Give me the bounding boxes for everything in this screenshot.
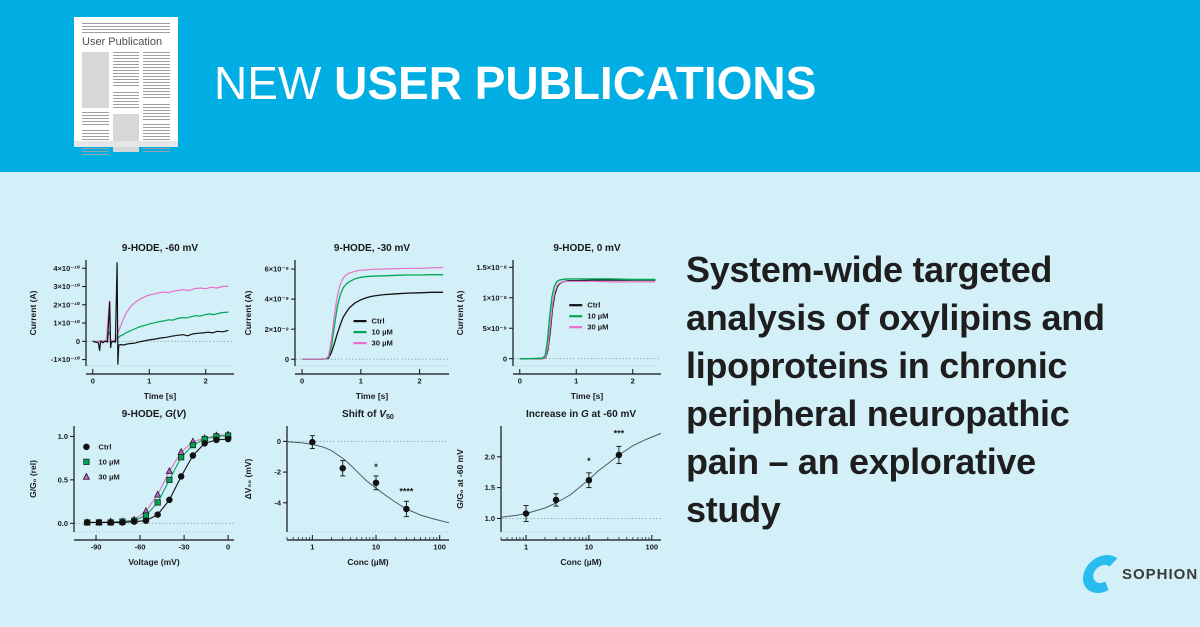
svg-text:Current (A): Current (A) xyxy=(455,290,465,335)
svg-text:1: 1 xyxy=(147,377,151,386)
chart-9hode-minus60mv: 4×10⁻¹⁰ 3×10⁻¹⁰ 2×10⁻¹⁰ 1×10⁻¹⁰ 0 -1×10⁻¹⁰ 0 1 2… xyxy=(28,240,243,402)
svg-text:3×10⁻¹⁰: 3×10⁻¹⁰ xyxy=(53,282,80,291)
svg-text:0: 0 xyxy=(503,354,507,363)
newspaper-image-block xyxy=(112,114,140,152)
svg-text:100: 100 xyxy=(433,543,446,552)
svg-text:9-HODE, G(V): 9-HODE, G(V) xyxy=(122,409,186,420)
svg-text:ΔV₅₀ (mV): ΔV₅₀ (mV) xyxy=(243,458,253,499)
svg-text:-2: -2 xyxy=(274,468,281,477)
svg-text:*: * xyxy=(587,456,591,466)
svg-text:1.0: 1.0 xyxy=(58,432,68,441)
sophion-logo: SOPHION xyxy=(1080,550,1198,598)
svg-text:-30: -30 xyxy=(179,543,190,552)
publication-title-line: pain – an explorative xyxy=(686,441,1036,482)
svg-text:2.0: 2.0 xyxy=(485,452,495,461)
svg-text:-4: -4 xyxy=(274,498,281,507)
chart-9hode-0mv: 1.5×10⁻⁸ 1×10⁻⁸ 5×10⁻⁹ 0 0 1 2 9-HODE, 0 mV Time… xyxy=(455,240,670,402)
svg-text:Current (A): Current (A) xyxy=(28,290,38,335)
svg-text:4×10⁻¹⁰: 4×10⁻¹⁰ xyxy=(53,264,80,273)
svg-text:G/G₀ (rel): G/G₀ (rel) xyxy=(28,460,38,498)
svg-text:Shift of V50: Shift of V50 xyxy=(342,409,394,421)
svg-text:0: 0 xyxy=(277,437,281,446)
svg-text:0: 0 xyxy=(91,377,95,386)
svg-text:***: *** xyxy=(614,428,625,438)
svg-text:1.5: 1.5 xyxy=(485,483,495,492)
svg-text:0.0: 0.0 xyxy=(58,519,68,528)
svg-text:0: 0 xyxy=(226,543,230,552)
svg-text:10: 10 xyxy=(372,543,380,552)
svg-text:6×10⁻⁹: 6×10⁻⁹ xyxy=(265,265,290,274)
svg-text:30 µM: 30 µM xyxy=(98,472,119,481)
svg-text:9-HODE, 0 mV: 9-HODE, 0 mV xyxy=(553,243,621,254)
svg-text:30 µM: 30 µM xyxy=(372,339,393,348)
svg-text:Conc (µM): Conc (µM) xyxy=(560,557,601,567)
svg-text:Ctrl: Ctrl xyxy=(372,317,385,326)
svg-text:1.5×10⁻⁸: 1.5×10⁻⁸ xyxy=(476,263,507,272)
svg-text:*: * xyxy=(374,462,378,472)
svg-text:1.0: 1.0 xyxy=(485,514,495,523)
sophion-wordmark: SOPHION xyxy=(1122,565,1199,583)
svg-text:1: 1 xyxy=(359,377,363,386)
svg-text:1: 1 xyxy=(524,543,528,552)
newspaper-columns xyxy=(74,52,178,156)
svg-text:0: 0 xyxy=(285,355,289,364)
banner-title-new: NEW xyxy=(214,57,322,109)
newspaper-title: User Publication xyxy=(82,36,163,48)
svg-text:10 µM: 10 µM xyxy=(372,328,393,337)
svg-text:5×10⁻⁹: 5×10⁻⁹ xyxy=(483,324,508,333)
publication-title-line: lipoproteins in chronic xyxy=(686,345,1068,386)
svg-text:0: 0 xyxy=(300,377,304,386)
svg-text:Voltage (mV): Voltage (mV) xyxy=(128,557,179,567)
svg-text:Ctrl: Ctrl xyxy=(98,442,111,451)
banner-title-user-publications: USER PUBLICATIONS xyxy=(334,57,817,109)
user-publication-icon: User Publication xyxy=(74,17,178,156)
svg-text:G/G₀ at -60 mV: G/G₀ at -60 mV xyxy=(455,449,465,509)
svg-text:2×10⁻⁹: 2×10⁻⁹ xyxy=(265,325,290,334)
chart-9hode-gv: 1.0 0.5 0.0 -90 -60 -30 0 9-HODE, G(V) Voltage (… xyxy=(28,406,243,568)
svg-text:1: 1 xyxy=(574,377,578,386)
svg-text:4×10⁻⁹: 4×10⁻⁹ xyxy=(265,295,290,304)
svg-text:Conc (µM): Conc (µM) xyxy=(347,557,388,567)
svg-text:0: 0 xyxy=(76,337,80,346)
publication-title-line: analysis of oxylipins and xyxy=(686,297,1105,338)
svg-text:10 µM: 10 µM xyxy=(587,312,608,321)
svg-text:Increase in G at -60 mV: Increase in G at -60 mV xyxy=(526,409,636,420)
svg-text:1: 1 xyxy=(310,543,314,552)
svg-text:Time [s]: Time [s] xyxy=(144,391,177,401)
chart-9hode-minus30mv: 6×10⁻⁹ 4×10⁻⁹ 2×10⁻⁹ 0 0 1 2 9-HODE, -30 mV Time… xyxy=(243,240,458,402)
svg-text:9-HODE, -30 mV: 9-HODE, -30 mV xyxy=(334,243,410,254)
chart-increase-in-g: 2.0 1.5 1.0 1 10 100 Increase in G at -60 mV Co… xyxy=(455,406,670,568)
svg-text:Current (A): Current (A) xyxy=(243,290,253,335)
publication-title-line: study xyxy=(686,489,781,530)
svg-text:1×10⁻⁸: 1×10⁻⁸ xyxy=(483,293,508,302)
svg-text:Time [s]: Time [s] xyxy=(356,391,389,401)
svg-text:10: 10 xyxy=(585,543,593,552)
svg-text:0.5: 0.5 xyxy=(58,475,68,484)
svg-text:-1×10⁻¹⁰: -1×10⁻¹⁰ xyxy=(51,355,80,364)
publication-title-line: System-wide targeted xyxy=(686,249,1053,290)
svg-text:2: 2 xyxy=(631,377,635,386)
publication-title: System-wide targeted analysis of oxylipi… xyxy=(686,246,1186,534)
sophion-c-icon xyxy=(1082,555,1118,593)
svg-text:100: 100 xyxy=(646,543,659,552)
svg-text:9-HODE, -60 mV: 9-HODE, -60 mV xyxy=(122,243,198,254)
svg-text:Time [s]: Time [s] xyxy=(571,391,604,401)
svg-text:-60: -60 xyxy=(135,543,146,552)
svg-text:-90: -90 xyxy=(91,543,102,552)
svg-text:Ctrl: Ctrl xyxy=(587,301,600,310)
header-band: User Publication NEW USE xyxy=(0,0,1200,172)
svg-text:10 µM: 10 µM xyxy=(98,457,119,466)
svg-text:****: **** xyxy=(399,486,414,496)
svg-text:2: 2 xyxy=(204,377,208,386)
banner-title: NEW USER PUBLICATIONS xyxy=(214,56,816,110)
publication-title-line: peripheral neuropathic xyxy=(686,393,1070,434)
svg-text:2×10⁻¹⁰: 2×10⁻¹⁰ xyxy=(53,300,80,309)
svg-text:0: 0 xyxy=(518,377,522,386)
svg-text:1×10⁻¹⁰: 1×10⁻¹⁰ xyxy=(53,319,80,328)
svg-text:2: 2 xyxy=(418,377,422,386)
newspaper-hatch-top xyxy=(82,23,170,33)
newspaper-image-block xyxy=(82,52,109,108)
svg-text:30 µM: 30 µM xyxy=(587,323,608,332)
